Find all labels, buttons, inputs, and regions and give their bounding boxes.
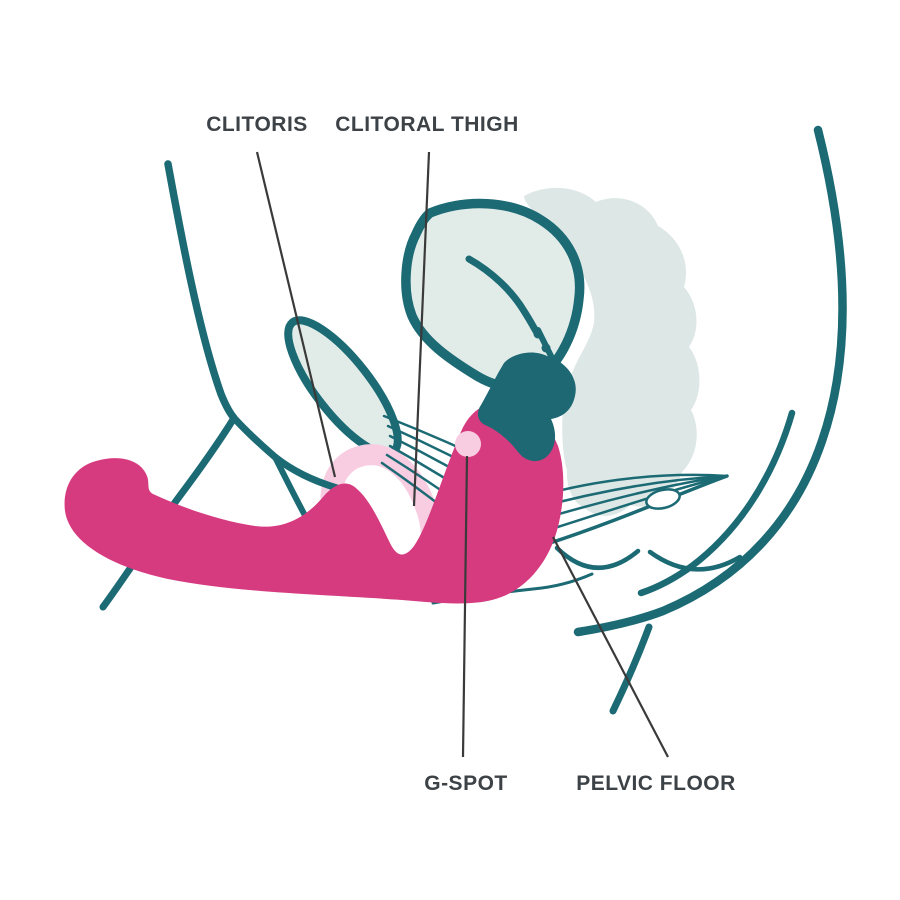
leader-clitoris [255,151,337,478]
cervix-os [533,327,555,361]
leader-clitoral-thigh [412,151,431,507]
product-shape [64,403,564,604]
leader-lines [255,151,669,758]
label-clitoris: CLITORIS [206,113,308,136]
uterus-shape [401,198,585,392]
muscle-lens [645,488,681,510]
cervix-canal-shape [477,352,576,462]
label-pelvic-floor: PELVIC FLOOR [576,772,736,795]
body-outline-left [99,160,341,611]
label-clitoral-thigh: CLITORAL THIGH [335,113,519,136]
leader-g-spot [461,455,469,758]
leader-pelvic-floor [552,536,669,758]
label-g-spot: G-SPOT [424,772,508,795]
pubic-bone-shape [284,316,402,458]
body-outline-right [573,125,847,715]
g-spot-marker [455,431,481,457]
uterine-cavity-line [465,255,541,337]
rectum-shape [524,187,700,516]
